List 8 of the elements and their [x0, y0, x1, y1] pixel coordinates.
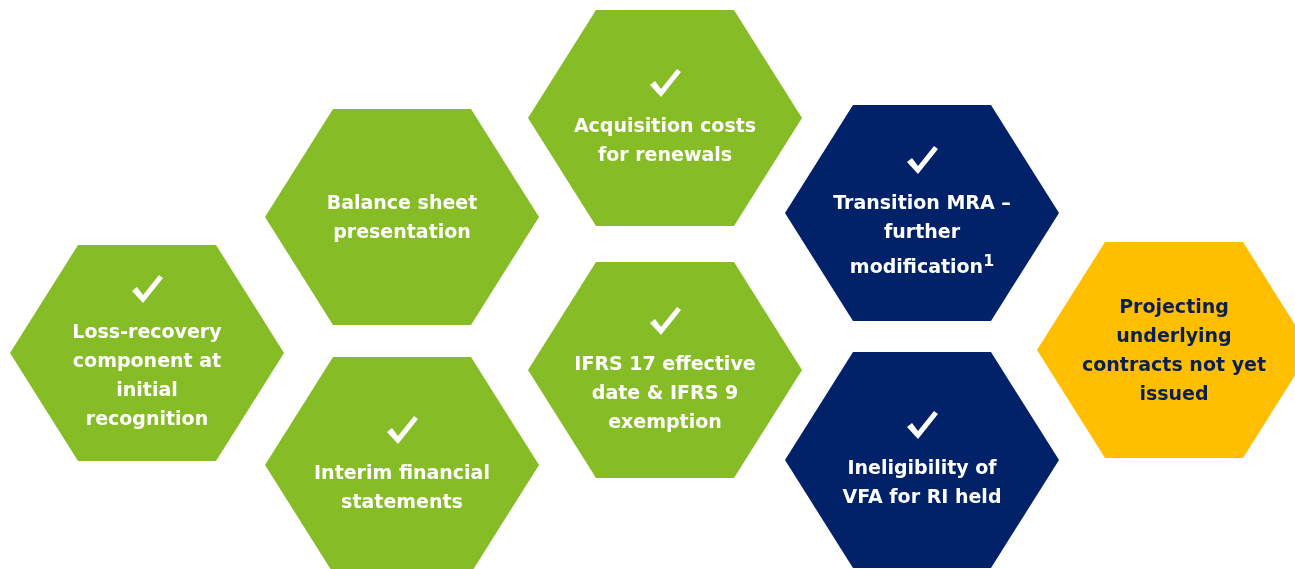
hexagon-label: Loss-recovery component at initial recognition [71, 319, 223, 431]
hexagon-label: Ineligibility of VFA for RI held [841, 455, 1003, 509]
hexagon-label: Acquisition costs for renewals [572, 113, 758, 167]
hexagon-label: Balance sheet presentation [325, 190, 479, 244]
hexagon-label: IFRS 17 effective date & IFRS 9 exemption [573, 350, 757, 434]
hexagon-label: Transition MRA – further modification$^{1}$ [832, 190, 1012, 280]
hexagon-label: Projecting underlying contracts not yet issued [1081, 294, 1267, 406]
hexagon-label: Interim financial statements [313, 460, 491, 514]
